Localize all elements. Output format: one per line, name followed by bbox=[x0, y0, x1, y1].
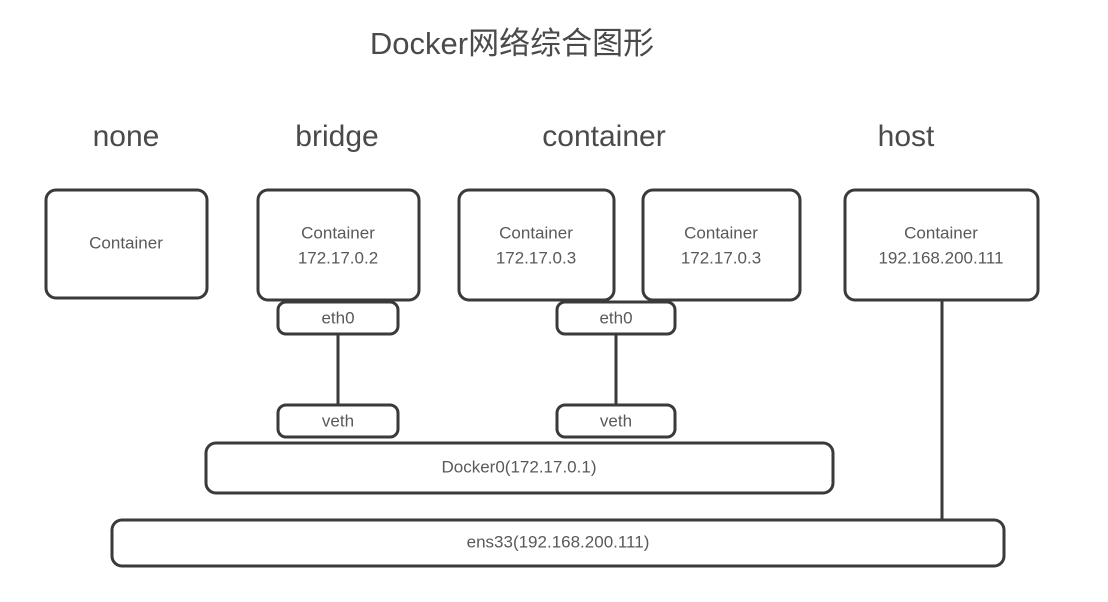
interface-label-container-veth: veth bbox=[600, 411, 632, 430]
group-label-container: container bbox=[542, 120, 665, 153]
bridge-bar-docker0 bbox=[204, 441, 835, 495]
interface-label-bridge-veth: veth bbox=[322, 411, 354, 430]
group-label-none: none bbox=[93, 120, 160, 153]
group-label-bridge: bridge bbox=[295, 120, 378, 153]
container-label-none: Container bbox=[89, 233, 163, 252]
container-label-bridge-name: Container bbox=[301, 223, 375, 242]
page-title: Docker网络综合图形 bbox=[370, 26, 654, 61]
container-box-host bbox=[843, 188, 1040, 302]
container-label-container-left-name: Container bbox=[499, 223, 573, 242]
container-label-container-right-ip: 172.17.0.3 bbox=[681, 248, 761, 267]
interface-box-bridge-veth bbox=[276, 403, 400, 439]
container-label-container-right-name: Container bbox=[684, 223, 758, 242]
host-bar-label-ens33: ens33(192.168.200.111) bbox=[467, 532, 650, 551]
container-label-container-left-ip: 172.17.0.3 bbox=[496, 248, 576, 267]
interface-label-container-eth0: eth0 bbox=[599, 308, 632, 327]
bridge-bar-label-docker0: Docker0(172.17.0.1) bbox=[442, 457, 597, 476]
container-box-container-right bbox=[641, 188, 802, 302]
interface-label-bridge-eth0: eth0 bbox=[321, 308, 354, 327]
container-label-host-ip: 192.168.200.111 bbox=[878, 248, 1003, 267]
container-box-none bbox=[44, 188, 209, 300]
container-label-bridge-ip: 172.17.0.2 bbox=[298, 248, 378, 267]
container-label-host-name: Container bbox=[904, 223, 978, 242]
host-bar-ens33 bbox=[110, 518, 1006, 568]
container-box-bridge bbox=[256, 188, 421, 302]
group-label-host: host bbox=[878, 120, 935, 153]
container-box-container-left bbox=[457, 188, 616, 302]
interface-box-container-veth bbox=[555, 403, 677, 439]
